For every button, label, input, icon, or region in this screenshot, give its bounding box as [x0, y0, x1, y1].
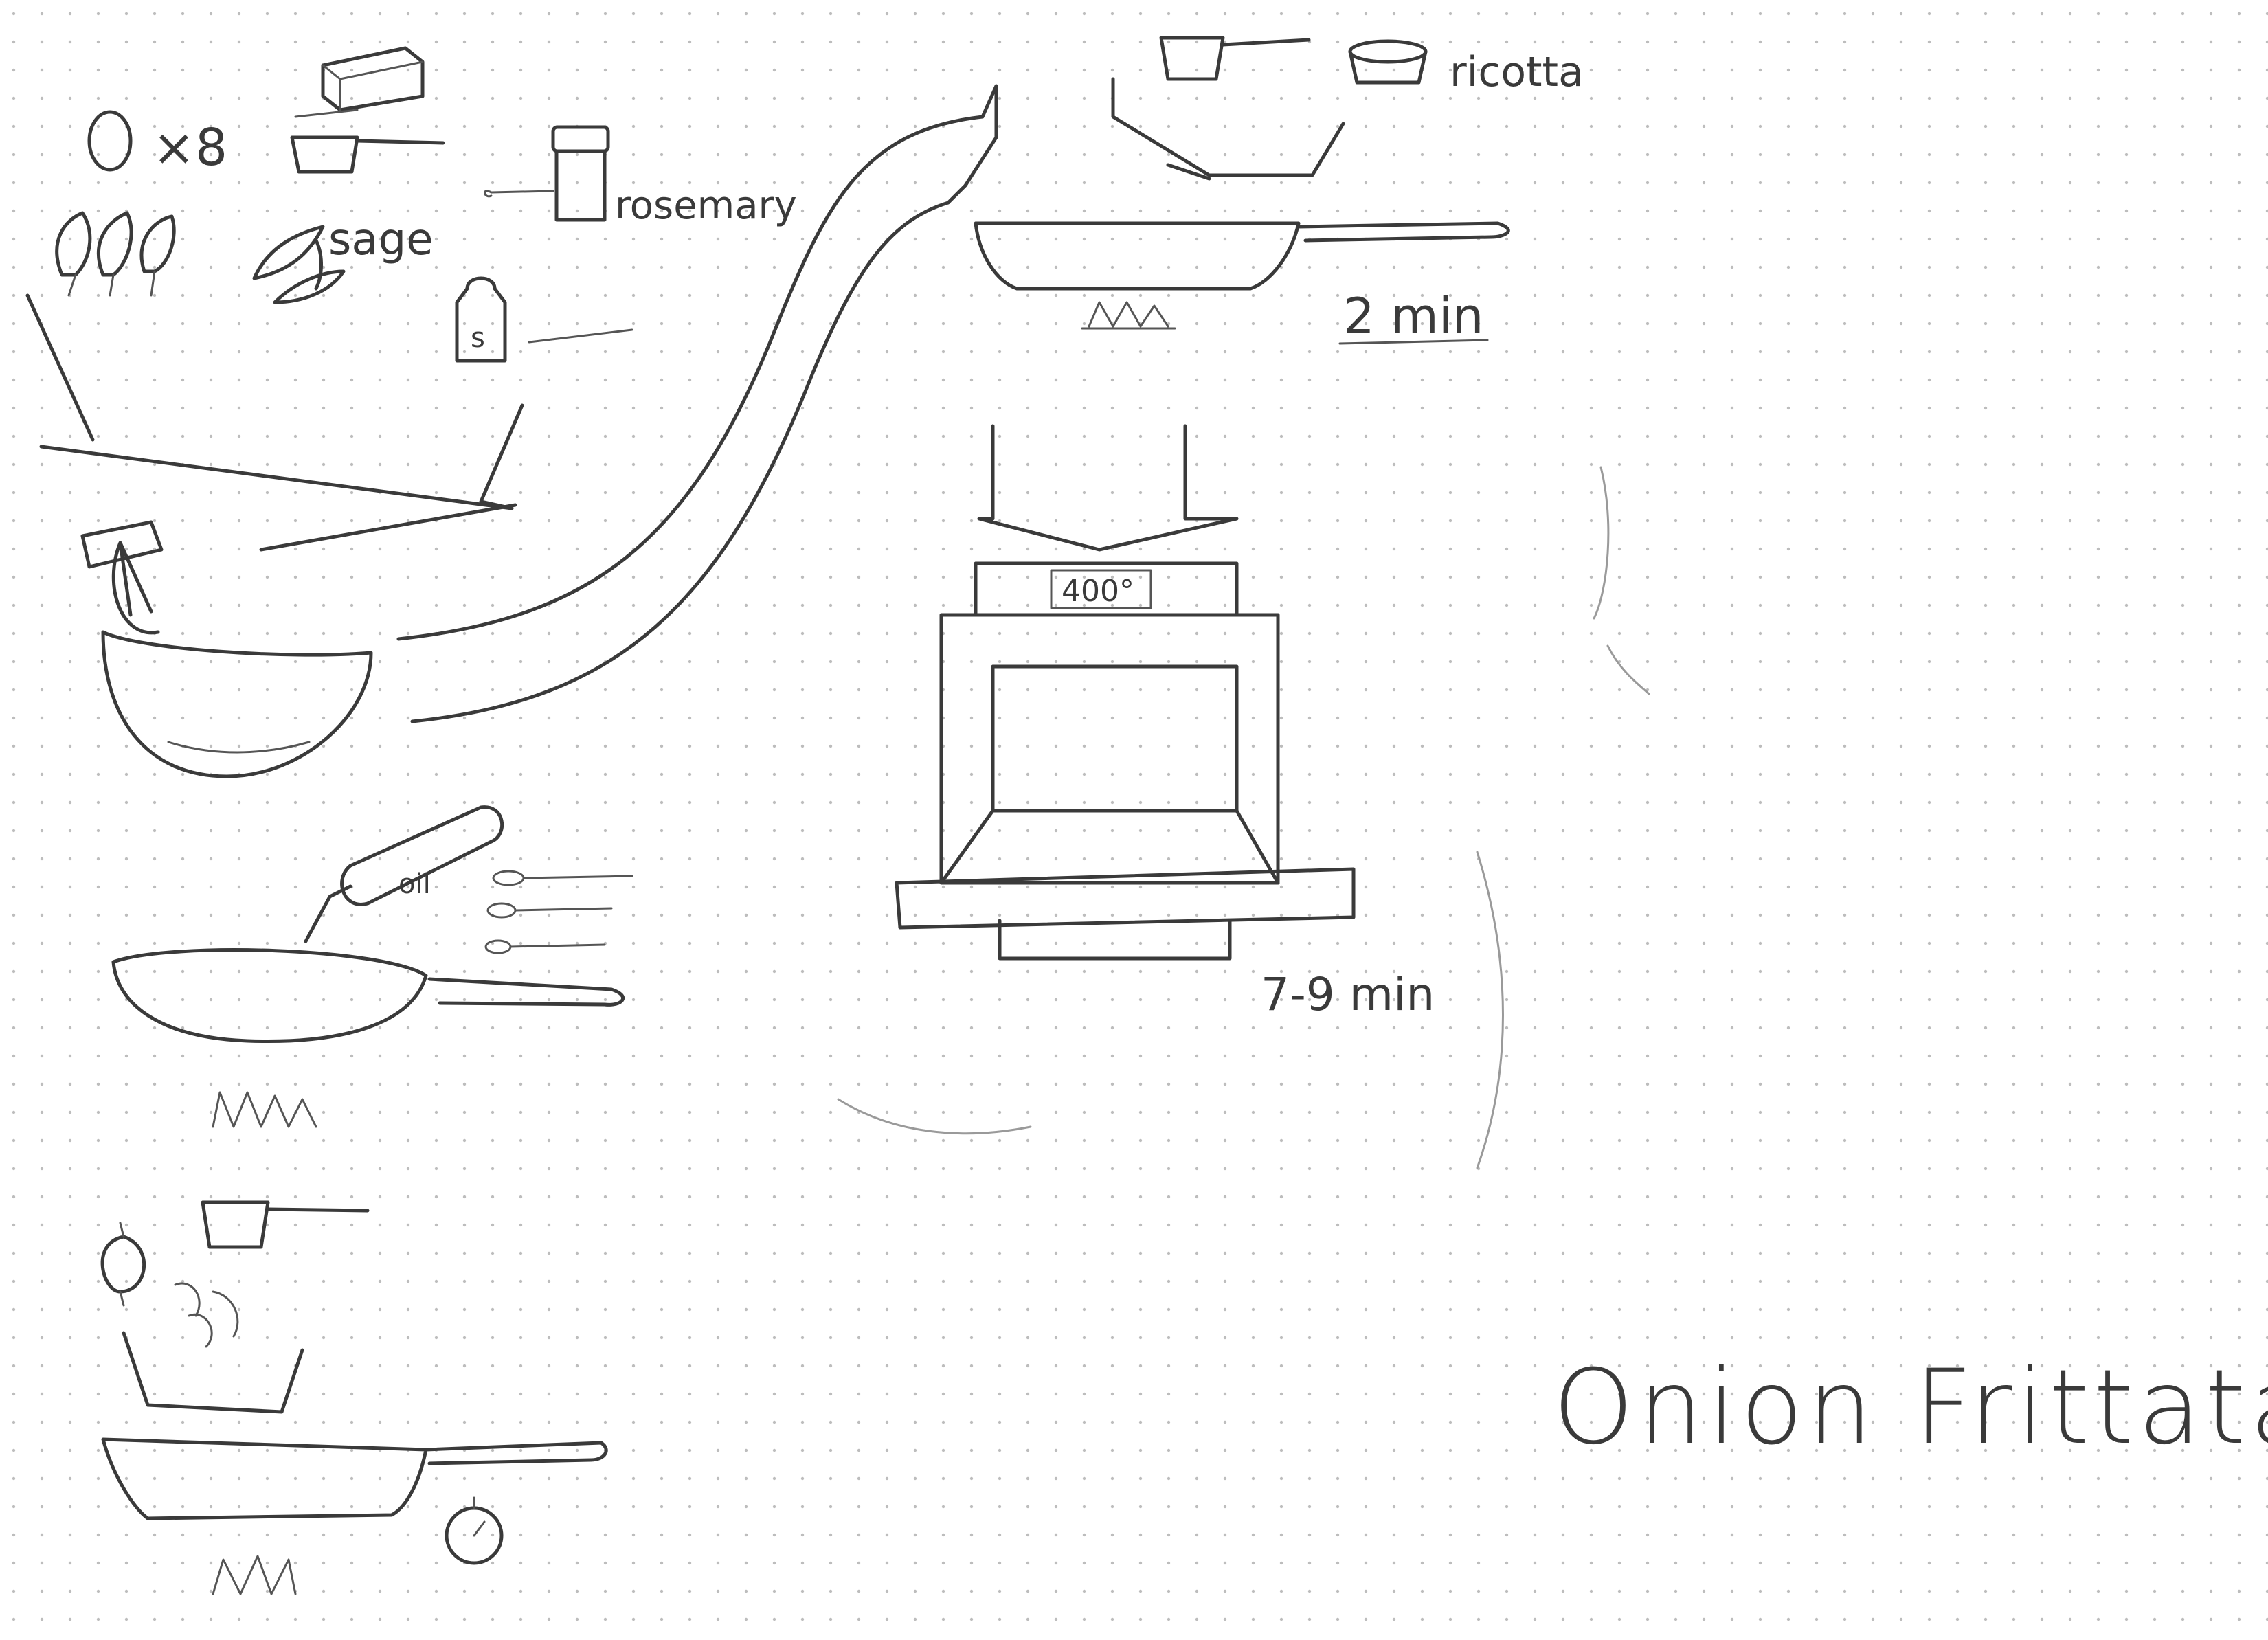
oven-temperature-label: 400°: [1062, 574, 1134, 609]
sage-label: sage: [328, 214, 434, 265]
egg-count-label: ×8: [153, 118, 227, 177]
salt-label: s: [471, 322, 485, 354]
oil-label: oil: [398, 868, 431, 900]
ricotta-label: ricotta: [1450, 48, 1584, 96]
rosemary-label: rosemary: [615, 183, 797, 228]
oven-time-label: 7-9 min: [1261, 968, 1435, 1021]
stovetop-time-label: 2 min: [1343, 287, 1483, 345]
recipe-title: Onion Frittata: [1553, 1348, 2268, 1468]
